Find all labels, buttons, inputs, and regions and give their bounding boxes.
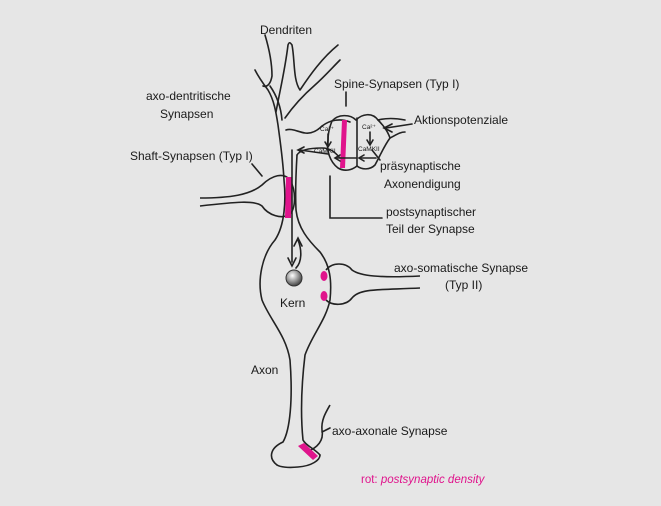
legend-prefix: rot: bbox=[361, 474, 381, 486]
label-postsynaptic-2: Teil der Synapse bbox=[386, 222, 475, 236]
arrowhead-ca-left bbox=[324, 141, 332, 149]
pointer-presynaptic bbox=[371, 149, 381, 161]
arrow-dendrite-left bbox=[299, 149, 329, 155]
axosomatic-bouton bbox=[325, 263, 421, 306]
arrowhead-up bbox=[293, 236, 303, 247]
arrow-action-potential bbox=[385, 123, 413, 129]
label-axosomatic-1: axo-somatische Synapse bbox=[394, 261, 528, 275]
label-axo-dendritic-1: axo-dentritische bbox=[146, 89, 231, 103]
arrowhead-camkii-left bbox=[333, 154, 341, 162]
label-presynaptic-1: präsynaptische bbox=[380, 159, 461, 173]
nucleus bbox=[285, 269, 303, 287]
label-presynaptic-2: Axonendigung bbox=[384, 177, 461, 191]
label-spine-synapses: Spine-Synapsen (Typ I) bbox=[334, 77, 459, 91]
psd-shaft bbox=[285, 177, 292, 218]
dendrite-top-branch bbox=[275, 41, 339, 113]
psd-axoaxonal bbox=[298, 443, 318, 460]
psd-axosomatic-bottom bbox=[320, 291, 328, 301]
dendrite-left-branch bbox=[262, 34, 273, 88]
arrowhead-camkii-right bbox=[357, 154, 365, 162]
label-camkii-left: CaMKII bbox=[314, 148, 336, 155]
dendrite-left-inner bbox=[269, 85, 283, 121]
label-ca-right: Ca²⁺ bbox=[362, 124, 376, 131]
label-shaft-synapses: Shaft-Synapsen (Typ I) bbox=[130, 149, 253, 163]
presynaptic-axon bbox=[377, 117, 406, 139]
axoaxonal-bouton bbox=[305, 404, 331, 453]
arrowhead-down bbox=[287, 257, 297, 268]
pointer-axoaxonal bbox=[321, 427, 331, 433]
shaft-synapse-bouton bbox=[199, 174, 296, 218]
label-dendriten: Dendriten bbox=[260, 23, 312, 37]
psd-spine bbox=[340, 120, 347, 168]
psd-axosomatic-top bbox=[320, 271, 328, 281]
pointer-postsynaptic bbox=[329, 175, 383, 219]
spine-knob bbox=[326, 113, 391, 171]
label-axon: Axon bbox=[251, 363, 278, 377]
pointer-shaft bbox=[251, 163, 263, 177]
dendrite-right-branch bbox=[284, 59, 341, 119]
label-action-potentials: Aktionspotenziale bbox=[414, 113, 508, 127]
arrowhead-ap bbox=[382, 123, 393, 133]
label-postsynaptic-1: postsynaptischer bbox=[386, 205, 476, 219]
arrowhead-ca-right bbox=[366, 139, 374, 147]
dendrite-shaft bbox=[285, 119, 351, 134]
axon-outline-right bbox=[294, 154, 332, 456]
neuron-outline-right bbox=[276, 454, 321, 469]
legend: rot: postsynaptic density bbox=[361, 474, 486, 486]
label-ca-left: Ca²⁺ bbox=[320, 126, 334, 133]
label-axosomatic-2: (Typ II) bbox=[445, 278, 482, 292]
label-camkii-right: CaMKII bbox=[358, 146, 380, 153]
arrow-nucleus-up bbox=[295, 239, 302, 269]
legend-term: postsynaptic density bbox=[380, 474, 486, 486]
label-axo-dendritic-2: Synapsen bbox=[160, 107, 213, 121]
neuron-outline-left bbox=[254, 69, 292, 466]
arrowhead-dendrite-left bbox=[296, 146, 305, 154]
label-axoaxonal: axo-axonale Synapse bbox=[332, 424, 448, 438]
label-kern: Kern bbox=[280, 296, 305, 310]
